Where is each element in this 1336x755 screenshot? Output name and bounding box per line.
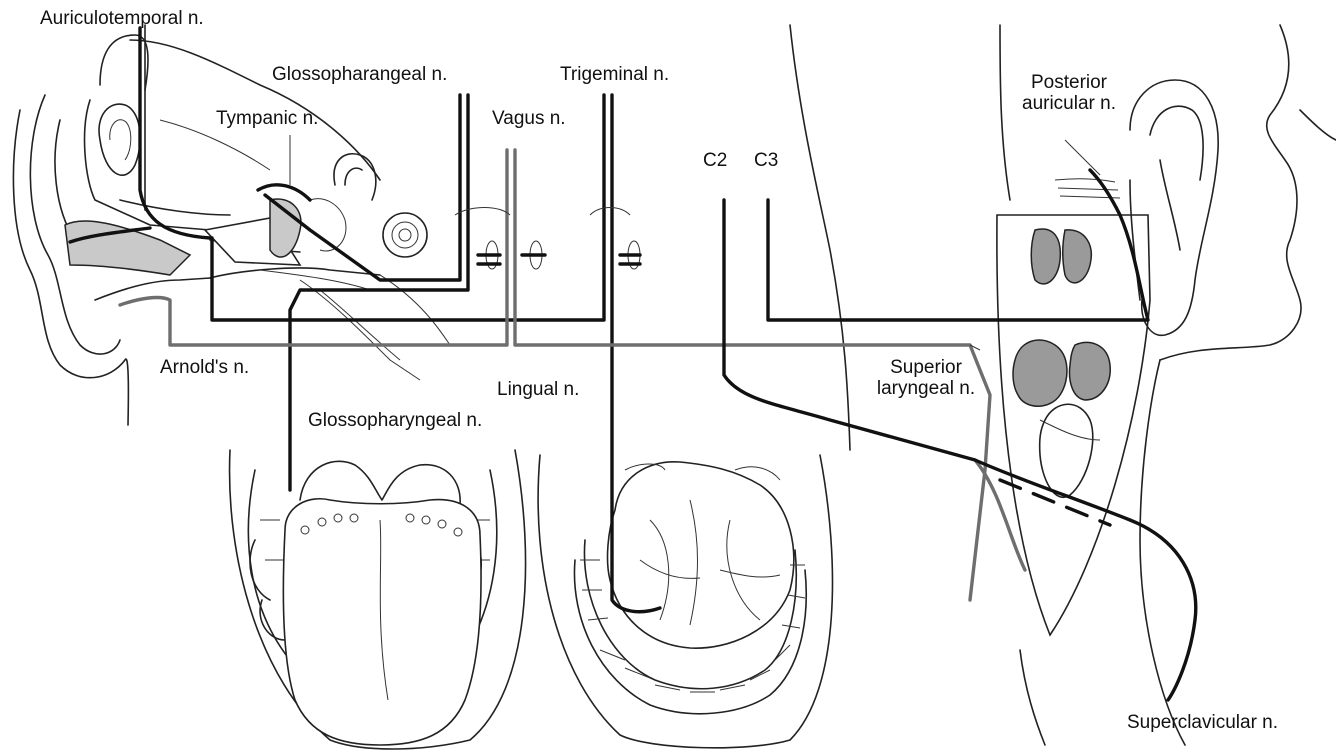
label-c2: C2 — [703, 150, 727, 171]
label-superior-laryngeal: Superior laryngeal n. — [876, 357, 976, 399]
label-arnolds: Arnold's n. — [160, 357, 249, 378]
label-lingual: Lingual n. — [497, 379, 579, 400]
label-glossopharangeal: Glossopharangeal n. — [272, 64, 447, 85]
label-superclavicular: Superclavicular n. — [1127, 712, 1278, 733]
label-trigeminal: Trigeminal n. — [560, 64, 669, 85]
label-vagus: Vagus n. — [492, 108, 566, 129]
mouth-open-view — [538, 455, 832, 748]
label-tympanic: Tympanic n. — [216, 108, 318, 129]
tongue-dorsal-view — [230, 450, 526, 749]
label-posterior-auricular: Posterior auricular n. — [1010, 72, 1128, 114]
label-auriculotemporal: Auriculotemporal n. — [40, 8, 204, 29]
label-c3: C3 — [754, 150, 778, 171]
vagus-nerve — [120, 150, 990, 600]
larynx-inset-panel — [997, 215, 1150, 635]
label-glossopharyngeal: Glossopharyngeal n. — [308, 410, 482, 431]
